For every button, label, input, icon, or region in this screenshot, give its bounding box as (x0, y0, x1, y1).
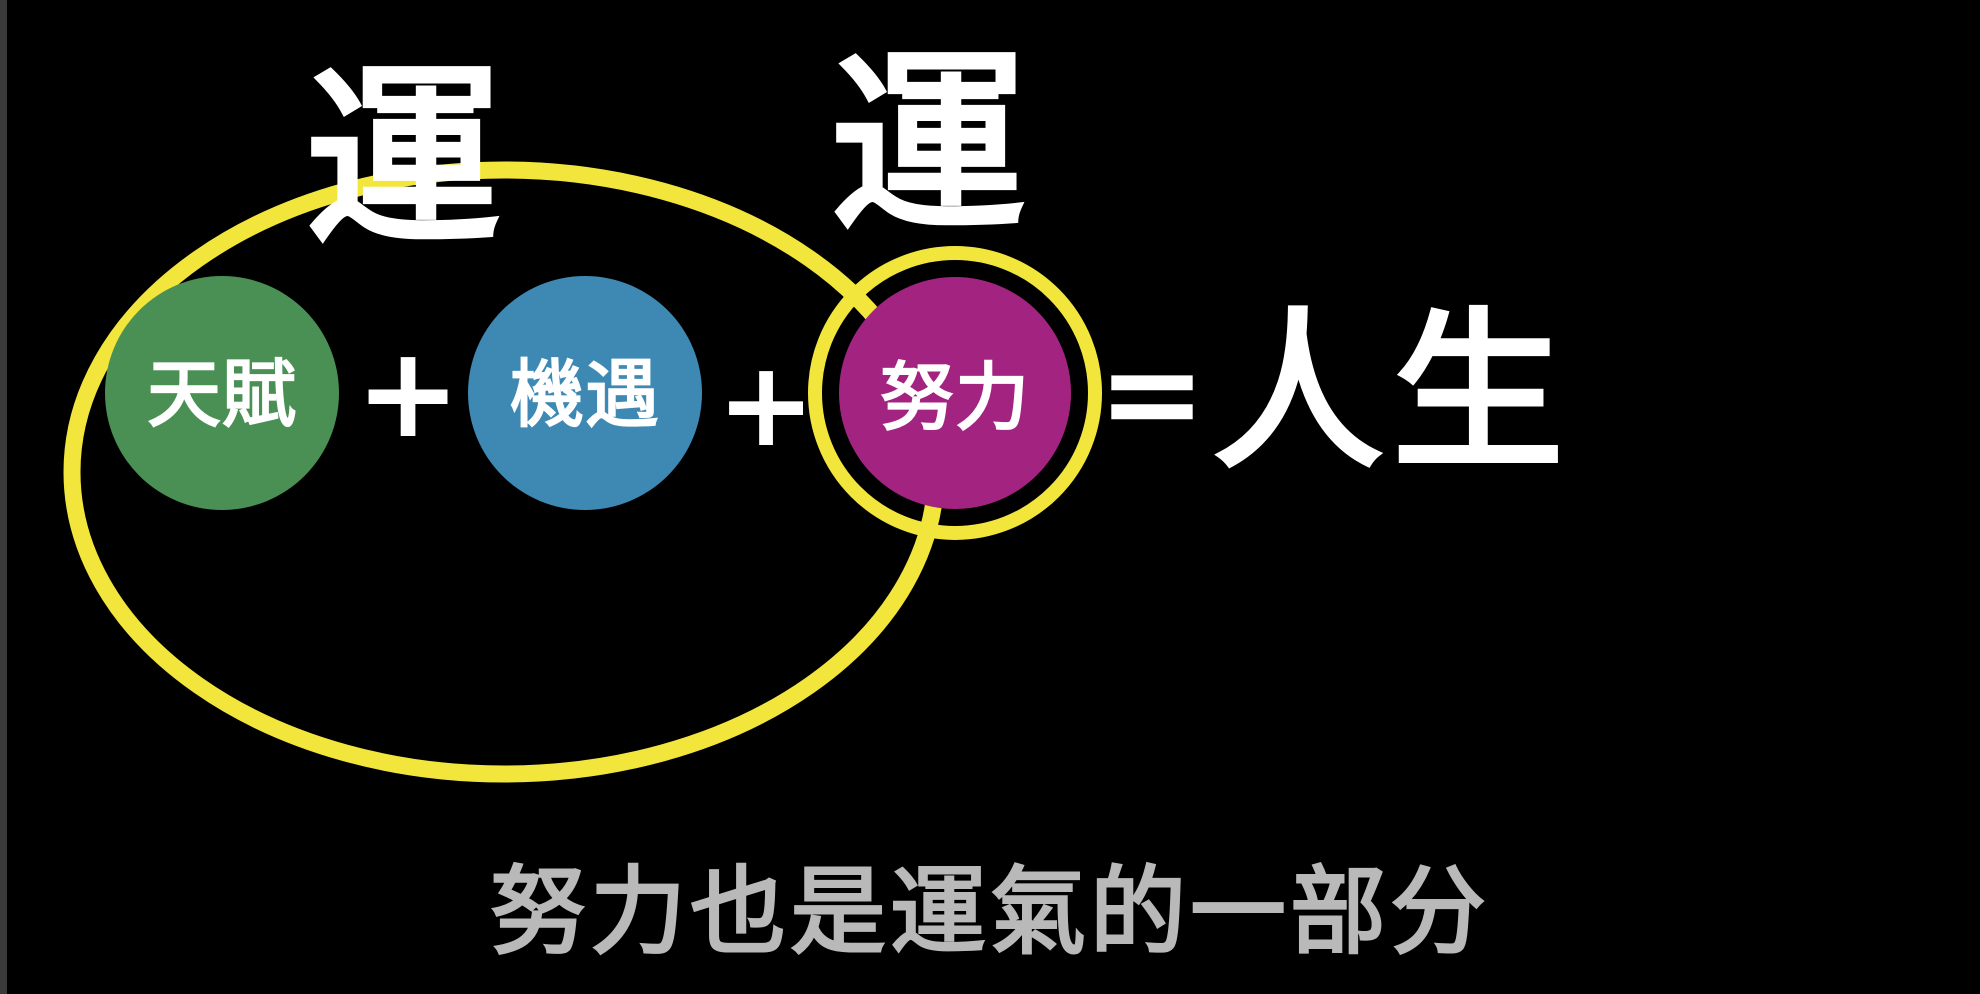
result-life-text: 人生 (1212, 292, 1572, 493)
effort-ring (808, 246, 1102, 540)
effort-circle[interactable] (839, 277, 1071, 509)
frame-left-edge (0, 0, 7, 994)
headline-luck-right: 運 (830, 32, 1027, 260)
headline-luck-left: 運 (305, 46, 502, 274)
equals-operator: = (1097, 317, 1207, 469)
opportunity-circle[interactable] (468, 276, 702, 510)
caption-subtitle: 努力也是運氣的一部分 (490, 856, 1490, 968)
talent-circle[interactable] (105, 276, 339, 510)
plus-operator-1: + (355, 319, 461, 466)
plus-operator-2: + (716, 335, 816, 473)
